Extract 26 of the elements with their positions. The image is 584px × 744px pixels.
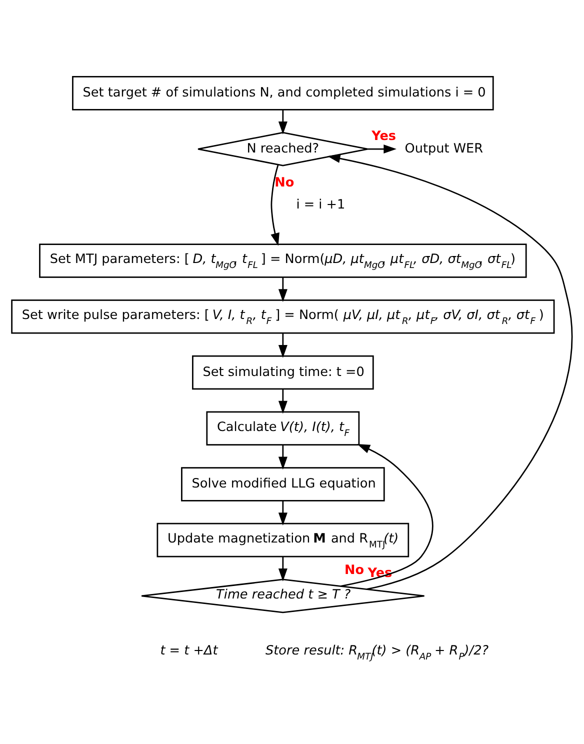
label: Store result: R$_{MTJ}$(t) > (R$_{AP}$ + R$_{P}$)/2? [266,642,489,662]
arrow [278,500,288,525]
arrow [368,144,396,154]
node-diamond: N reached? [197,131,368,166]
arrow [278,109,288,134]
node-diamond: Time reached t ≥ T ? [140,578,425,613]
node-box: Update magnetization M and R$_{MTJ}$(t) [156,522,410,557]
node-box: Set write pulse parameters: [ V, I, t$_{R}$, t$_{F}$ ] = Norm( μV, μI, μt$_{R}$, μt$_{F}$, σV, σI, σt$_{R}$, σt$_{F}$ ) [11,298,555,334]
arrow [278,444,288,470]
edge-label: No [274,174,294,190]
arrow [340,443,434,586]
label: i = i +1 [296,196,346,212]
node-box: Solve modified LLG equation [181,466,385,501]
arrow [278,388,288,414]
node-box: Set simulating time: t =0 [192,354,374,390]
node-text: Output WER [404,140,483,156]
edge-label: Yes [372,128,396,144]
arrow [278,556,288,581]
node-box: Calculate V(t), I(t), t$_{F}$ [206,410,360,446]
arrow [278,332,288,358]
node-box: Set target # of simulations N, and completed simulations i = 0 [72,75,494,110]
arrow [327,154,572,590]
arrow [278,276,288,302]
label: t = t +Δt [160,642,218,658]
arrow [270,164,280,246]
edge-label: No [344,562,364,578]
